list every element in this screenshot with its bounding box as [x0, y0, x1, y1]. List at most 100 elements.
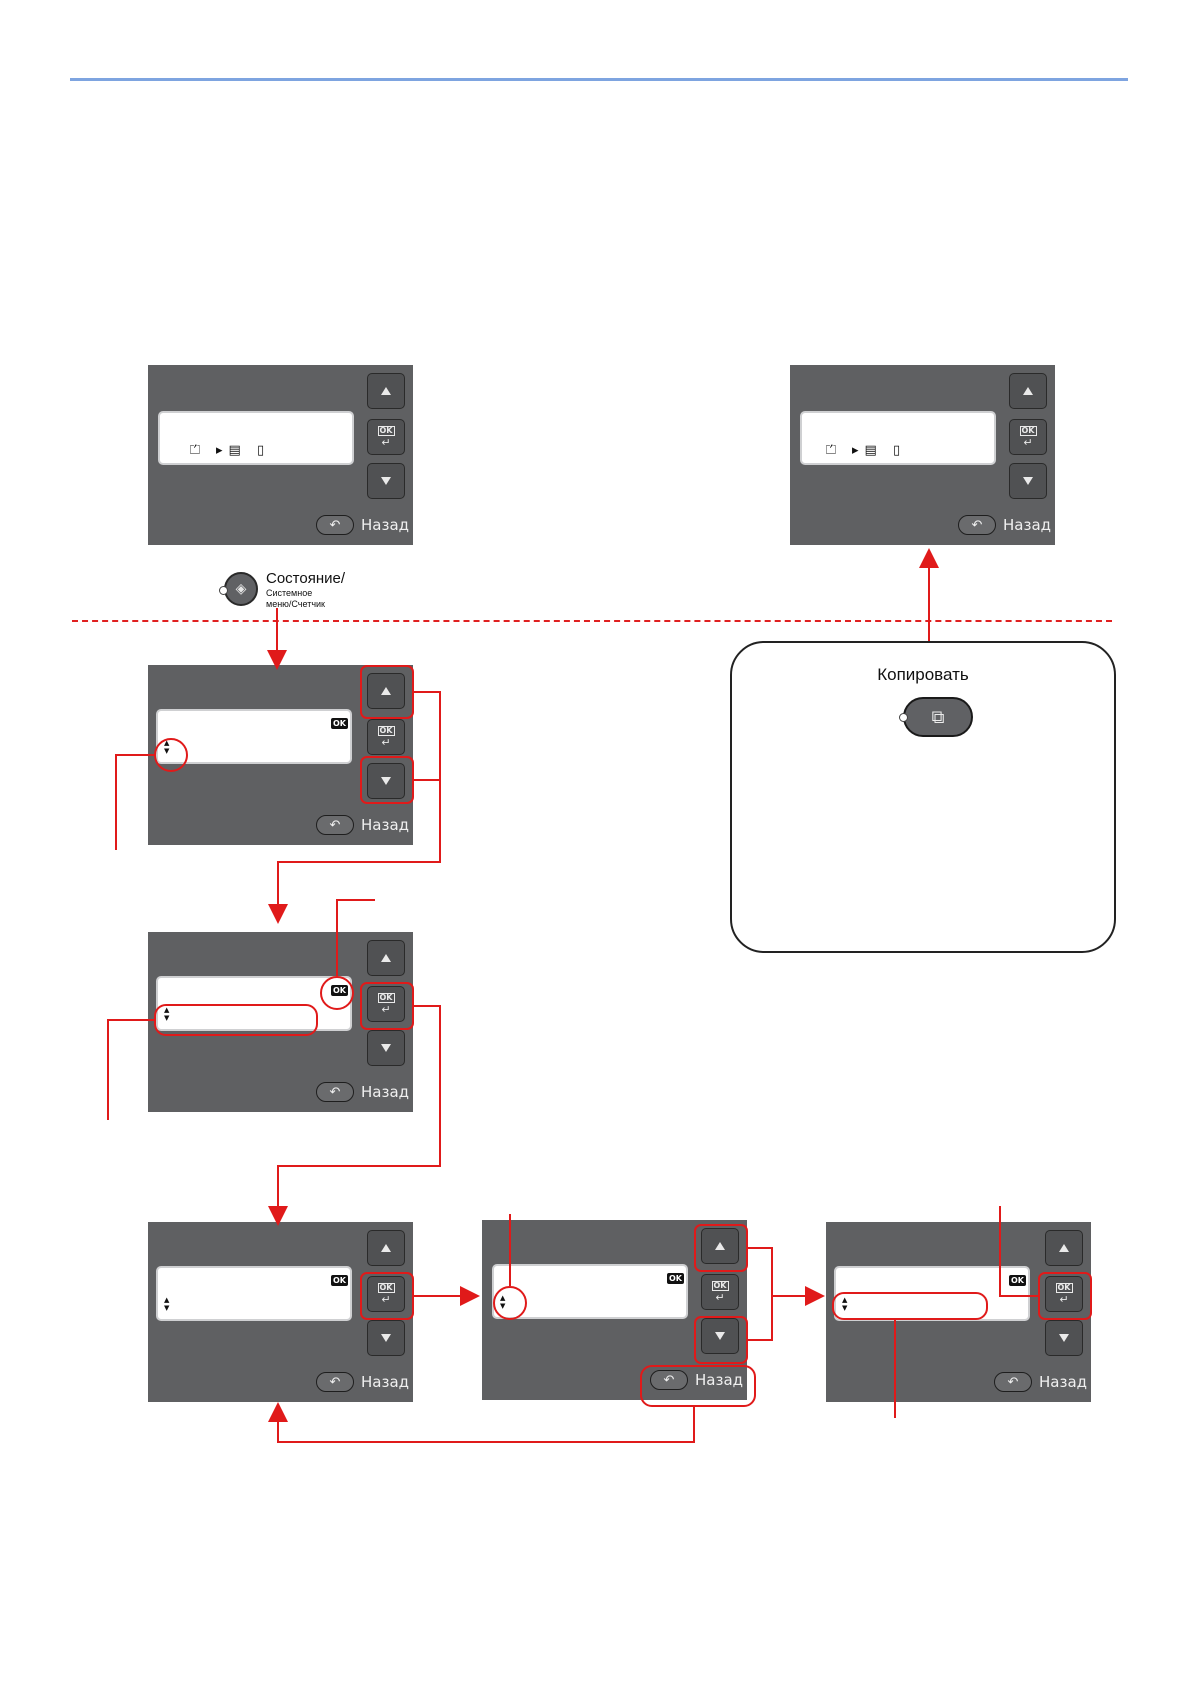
- down-triangle-icon: [1059, 1334, 1069, 1342]
- down-button[interactable]: [1045, 1320, 1083, 1356]
- up-triangle-icon: [1059, 1244, 1069, 1252]
- lcd-display: ⏍ ▸▤ ▯: [158, 411, 354, 465]
- back-button[interactable]: ↶Назад: [650, 1370, 743, 1390]
- ok-key-label: OK: [377, 1283, 395, 1293]
- dashed-separator: [72, 620, 1112, 622]
- ok-key-label: OK: [1055, 1283, 1073, 1293]
- scroll-arrows-icon: ▲▼: [842, 1296, 848, 1312]
- highlight-back-f: [640, 1365, 756, 1407]
- enter-icon: ↵: [381, 736, 391, 749]
- back-button[interactable]: ↶ Назад: [316, 1372, 409, 1392]
- highlight-down-f: [694, 1316, 748, 1364]
- up-triangle-icon: [381, 387, 391, 395]
- back-button[interactable]: ↶ Назад: [316, 815, 409, 835]
- down-triangle-icon: [715, 1332, 725, 1340]
- ok-button[interactable]: OK↵: [1009, 419, 1047, 455]
- up-button[interactable]: [367, 373, 405, 409]
- highlight-ok-d: [360, 982, 414, 1030]
- down-triangle-icon: [381, 477, 391, 485]
- ok-button[interactable]: OK↵: [367, 986, 405, 1022]
- status-key[interactable]: ◈ Состояние/ Системное меню/Счетчик: [219, 570, 346, 610]
- up-triangle-icon: [381, 1244, 391, 1252]
- down-button[interactable]: [701, 1318, 739, 1354]
- down-button[interactable]: [367, 1320, 405, 1356]
- up-button[interactable]: [1045, 1230, 1083, 1266]
- scroll-arrows-icon: ▲▼: [164, 1006, 170, 1022]
- enter-icon: ↵: [1059, 1293, 1069, 1306]
- back-button[interactable]: ↶Назад: [958, 515, 1051, 535]
- highlight-arrows-f: [493, 1286, 527, 1320]
- scroll-arrows-icon: ▲▼: [164, 1296, 170, 1312]
- lcd-display: ⏍ ▸▤ ▯: [800, 411, 996, 465]
- down-button[interactable]: [367, 463, 405, 499]
- back-button[interactable]: ↶Назад: [316, 515, 409, 535]
- lcd-display: OK ▲▼: [156, 976, 352, 1031]
- back-button[interactable]: ↶ Назад: [316, 1082, 409, 1102]
- ok-button[interactable]: OK↵: [367, 719, 405, 755]
- back-label: Назад: [361, 816, 410, 834]
- enter-icon: ↵: [381, 1293, 391, 1306]
- back-arrow-icon: ↶: [316, 1082, 354, 1102]
- enter-icon: ↵: [381, 436, 391, 449]
- panel-setting-select: OK ▲▼ OK↵ ↶Назад: [482, 1220, 747, 1400]
- status-key-button[interactable]: ◈: [219, 572, 258, 606]
- highlight-item-g: [832, 1292, 988, 1320]
- ok-button[interactable]: OK↵: [1045, 1276, 1083, 1312]
- back-arrow-icon: ↶: [316, 815, 354, 835]
- up-button[interactable]: [367, 940, 405, 976]
- ok-button[interactable]: OK↵: [701, 1274, 739, 1310]
- panel-setting-confirm: OK ▲▼ OK↵ ↶Назад: [826, 1222, 1091, 1402]
- down-triangle-icon: [381, 777, 391, 785]
- down-triangle-icon: [1023, 477, 1033, 485]
- arrow-back-to-submenu: [268, 1402, 695, 1443]
- status-icons: ⏍ ▸▤ ▯: [826, 443, 907, 458]
- copy-key-label: Копировать: [877, 665, 969, 684]
- highlight-up-down-c: [360, 665, 414, 719]
- status-key-label: Состояние/ Системное меню/Счетчик: [266, 570, 346, 609]
- highlight-item-d: [154, 1004, 318, 1036]
- callout-arrows-c: [115, 754, 154, 850]
- down-button[interactable]: [367, 1030, 405, 1066]
- ok-badge: OK: [667, 1273, 684, 1284]
- highlight-ok-e: [360, 1272, 414, 1320]
- back-arrow-icon: ↶: [958, 515, 996, 535]
- ok-key-label: OK: [1019, 426, 1037, 436]
- ok-badge: OK: [1009, 1275, 1026, 1286]
- ok-key-label: OK: [377, 426, 395, 436]
- back-button[interactable]: ↶ Назад: [994, 1372, 1087, 1392]
- up-button[interactable]: [1009, 373, 1047, 409]
- enter-icon: ↵: [381, 1003, 391, 1016]
- highlight-down-c: [360, 756, 414, 804]
- enter-icon: ↵: [1023, 436, 1033, 449]
- back-arrow-icon: ↶: [994, 1372, 1032, 1392]
- down-button[interactable]: [367, 763, 405, 799]
- arrow-menu-to-select: [414, 691, 441, 781]
- down-button[interactable]: [1009, 463, 1047, 499]
- lcd-display: OK ▲▼: [156, 1266, 352, 1321]
- up-triangle-icon: [381, 687, 391, 695]
- up-button[interactable]: [367, 1230, 405, 1266]
- header-rule: [70, 78, 1128, 81]
- back-arrow-icon: ↶: [316, 515, 354, 535]
- ok-key-label: OK: [377, 726, 395, 736]
- back-label: Назад: [1039, 1373, 1088, 1391]
- callout-item-d: [107, 1019, 154, 1120]
- copy-key-button[interactable]: ⧉: [899, 697, 973, 737]
- up-button[interactable]: [701, 1228, 739, 1264]
- arrow-select-to-submenu: [268, 1005, 441, 1226]
- status-icons: ⏍ ▸▤ ▯: [190, 443, 271, 458]
- back-arrow-icon: ↶: [316, 1372, 354, 1392]
- up-triangle-icon: [381, 954, 391, 962]
- back-label: Назад: [361, 1083, 410, 1101]
- ok-button[interactable]: OK↵: [367, 1276, 405, 1312]
- ok-badge: OK: [331, 718, 348, 729]
- highlight-arrows-c: [154, 738, 188, 772]
- copy-icon: ⧉: [931, 706, 945, 728]
- back-label: Назад: [361, 1373, 410, 1391]
- copy-key-callout: Копировать ⧉: [730, 641, 1116, 953]
- up-button[interactable]: [367, 673, 405, 709]
- ok-button[interactable]: OK↵: [367, 419, 405, 455]
- ok-key-label: OK: [711, 1281, 729, 1291]
- panel-submenu: OK ▲▼ OK↵ ↶ Назад: [148, 1222, 413, 1402]
